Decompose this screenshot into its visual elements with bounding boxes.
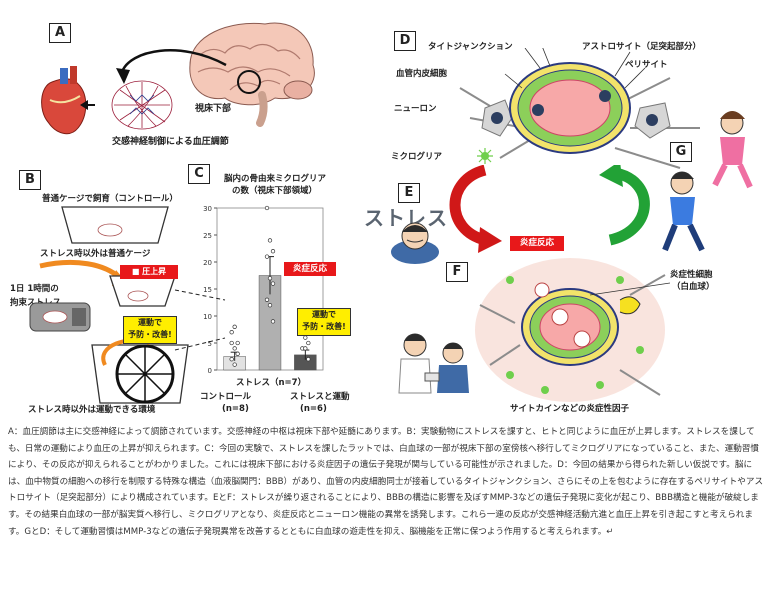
exercise-line-2: 予防・改善! (128, 330, 172, 339)
runner-girl-icon (712, 111, 753, 189)
panel-f-label: F (446, 262, 468, 282)
brain-icon (189, 22, 315, 127)
normal-cage-icon (61, 206, 169, 244)
panel-d-label: D (394, 31, 416, 51)
data-point (229, 357, 234, 362)
chart-n-control: (n=8) (222, 404, 249, 414)
exercise-cage-label: ストレス時以外は運動できる環境 (28, 405, 156, 415)
chart-title-1: 脳内の骨由来ミクログリア (224, 174, 327, 184)
tight-junction-label: タイトジャンクション (428, 42, 513, 52)
data-point (267, 238, 273, 243)
bp-up-badge: ■ 圧上昇 (120, 265, 178, 279)
y-tick-label: 5 (208, 340, 212, 348)
data-point (306, 340, 311, 346)
data-point (229, 340, 234, 346)
y-tick-label: 15 (203, 286, 212, 294)
data-point (264, 205, 270, 211)
connector-lines (174, 289, 226, 351)
inflammation-badge-f: 炎症反応 (510, 236, 564, 251)
red-arrow (449, 165, 502, 253)
data-point (267, 276, 273, 281)
exercise-line-2: 予防・改善! (302, 322, 346, 331)
data-point (270, 281, 276, 286)
microglia-bar-chart: 0 5 10 15 20 25 30 (203, 205, 324, 375)
panel-a-illustration (41, 22, 315, 135)
stressed-person-icon (391, 222, 439, 264)
doctor-patient-icon (398, 333, 469, 394)
data-point (232, 324, 237, 329)
figure-caption: A：血圧調節は主に交感神経によって調節されています。交感神経の中枢は視床下部や延… (8, 427, 764, 537)
neuron-icon (481, 99, 513, 137)
panel-g-label: G (670, 142, 692, 162)
restraint-illustration (29, 259, 176, 332)
y-tick-label: 30 (203, 205, 212, 213)
inflammatory-cells-label-2: （白血球） (672, 282, 715, 292)
data-point (232, 362, 237, 367)
astrocyte-label: アストロサイト（足突起部分） (582, 42, 702, 52)
hypothalamus-label: 視床下部 (195, 104, 232, 114)
stress-label-1: 1日 1時間の (10, 284, 59, 294)
inflammation-badge-c: 炎症反応 (284, 262, 336, 276)
data-point (303, 346, 308, 351)
exercise-line-1: 運動で (138, 318, 162, 327)
runner-boy-icon (662, 171, 705, 252)
green-arrow (599, 165, 650, 246)
chart-xlabel: ストレス（n=7） (236, 378, 307, 388)
chart-cat-stress-exercise: ストレスと運動 (290, 392, 350, 402)
panel-a-caption: 交感神経制御による血圧調節 (112, 137, 229, 147)
data-point (306, 357, 311, 362)
data-point (303, 335, 308, 340)
chart-title-2: の数（視床下部領域） (232, 186, 318, 196)
blood-vessel-icon (111, 80, 173, 130)
data-point (267, 303, 273, 308)
chart-cat-control: コントロール (200, 392, 252, 402)
data-point (270, 249, 276, 254)
inflamed-bbb-illustration (475, 258, 670, 402)
data-point (232, 346, 237, 351)
bbb-illustration (459, 48, 700, 169)
panel-c-label: C (188, 164, 210, 184)
running-people-icon (662, 111, 753, 252)
neuron-label: ニューロン (394, 104, 437, 114)
exercise-line-1: 運動で (312, 310, 336, 319)
y-tick-label: 10 (203, 313, 212, 321)
inflammatory-cells-label-1: 炎症性細胞 (670, 270, 713, 280)
normal-cage-label: 普通ケージで飼育（コントロール） (42, 194, 178, 204)
data-point (264, 254, 270, 259)
exercise-badge-c: 運動で 予防・改善! (297, 308, 351, 336)
cytokine-label: サイトカインなどの炎症性因子 (510, 404, 630, 414)
panel-b-label: B (19, 170, 41, 190)
data-point (264, 297, 270, 302)
heart-icon (41, 66, 87, 135)
y-tick-label: 20 (203, 259, 212, 267)
endothelial-label: 血管内皮細胞 (396, 69, 448, 79)
microglia-label: ミクログリア (391, 152, 443, 162)
chart-n-stress-exercise: (n=6) (300, 404, 327, 414)
data-point (270, 319, 276, 324)
panel-e-label: E (398, 183, 420, 203)
exercise-badge-b: 運動で 予防・改善! (123, 316, 177, 344)
stress-word: ストレス (364, 206, 448, 230)
stress-cage-label: ストレス時以外は普通ケージ (40, 249, 151, 259)
data-point (229, 330, 234, 335)
y-tick-label: 25 (203, 232, 212, 240)
data-point (235, 351, 240, 356)
neuron-icon (634, 102, 671, 139)
y-tick-label: 0 (208, 367, 212, 375)
panel-a-label: A (49, 23, 71, 43)
data-point (235, 340, 240, 346)
microglia-icon (477, 148, 493, 164)
pericyte-label: ペリサイト (625, 60, 668, 70)
